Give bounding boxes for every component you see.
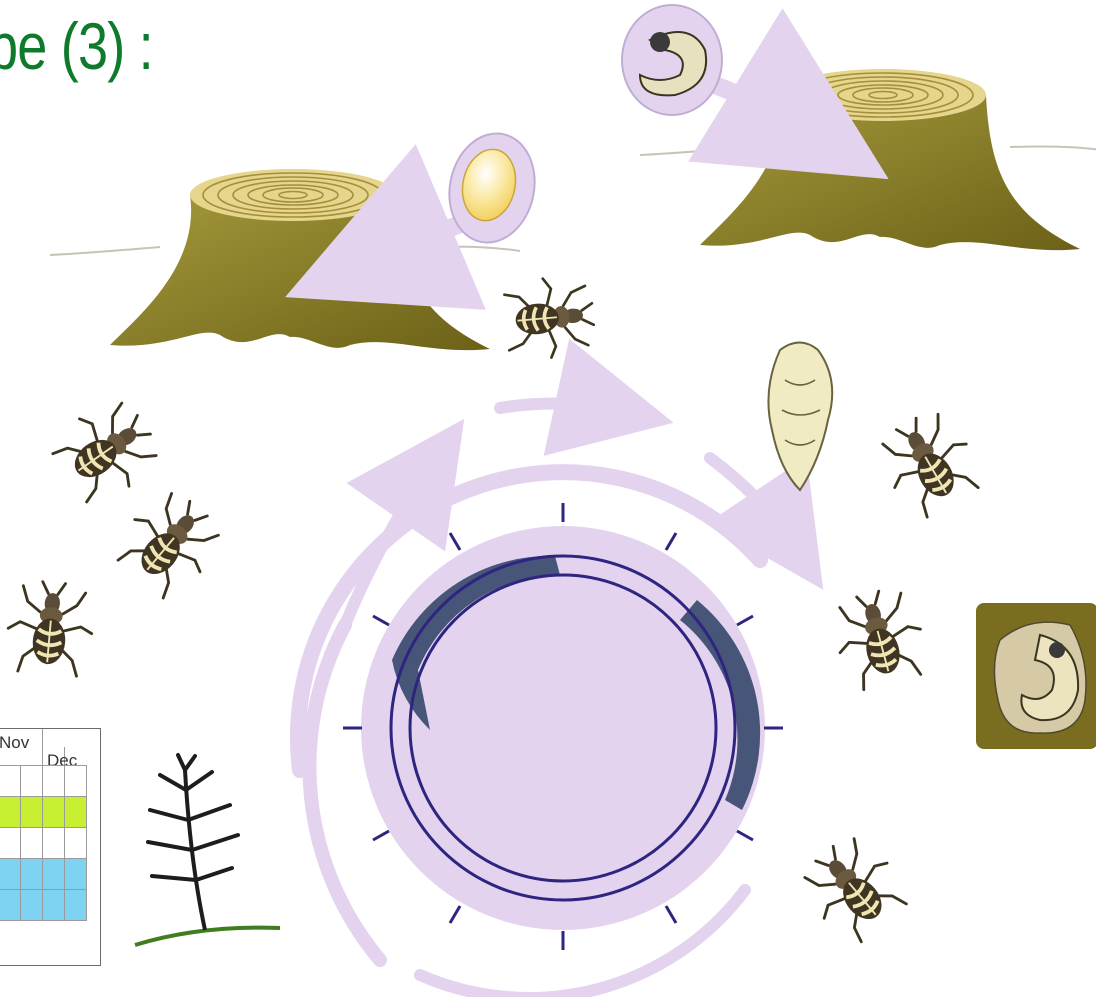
- calendar-cell: [0, 890, 21, 921]
- weevil-icon: [827, 583, 931, 693]
- calendar-cell: [21, 890, 43, 921]
- calendar-cell: [65, 797, 87, 828]
- calendar-cell: [21, 797, 43, 828]
- calendar-cell: [21, 766, 43, 797]
- larva-in-chamber-icon: [976, 603, 1096, 749]
- calendar-cell: [21, 859, 43, 890]
- calendar-cell: [65, 890, 87, 921]
- calendar-cell: [0, 797, 21, 828]
- phenology-calendar: Nov Dec: [0, 728, 101, 966]
- calendar-cell: [0, 859, 21, 890]
- calendar-cell: [43, 828, 65, 859]
- calendar-cell: [65, 828, 87, 859]
- pupa-icon: [768, 343, 832, 491]
- calendar-cell: [43, 859, 65, 890]
- calendar-cell: [0, 828, 21, 859]
- calendar-cell: [21, 828, 43, 859]
- calendar-cell: [65, 859, 87, 890]
- weevil-icon: [45, 391, 168, 512]
- calendar-row: [0, 890, 87, 921]
- weevil-icon: [5, 579, 96, 677]
- calendar-row: [0, 859, 87, 890]
- weevil-icon: [108, 482, 231, 606]
- calendar-cell: [0, 766, 21, 797]
- larva-bubble-icon: [622, 5, 812, 132]
- calendar-cell: [43, 797, 65, 828]
- calendar-cell: [43, 890, 65, 921]
- weevil-icon: [503, 275, 596, 361]
- calendar-grid: [0, 765, 87, 921]
- calendar-cell: [65, 766, 87, 797]
- calendar-row: [0, 828, 87, 859]
- phenology-disc: [343, 503, 783, 950]
- calendar-cell: [43, 766, 65, 797]
- weevil-icon: [792, 827, 915, 951]
- pine-seedling-icon: [135, 755, 280, 945]
- month-label-nov: Nov: [0, 733, 29, 753]
- weevil-icon: [870, 403, 988, 524]
- calendar-row: [0, 766, 87, 797]
- calendar-row: [0, 797, 87, 828]
